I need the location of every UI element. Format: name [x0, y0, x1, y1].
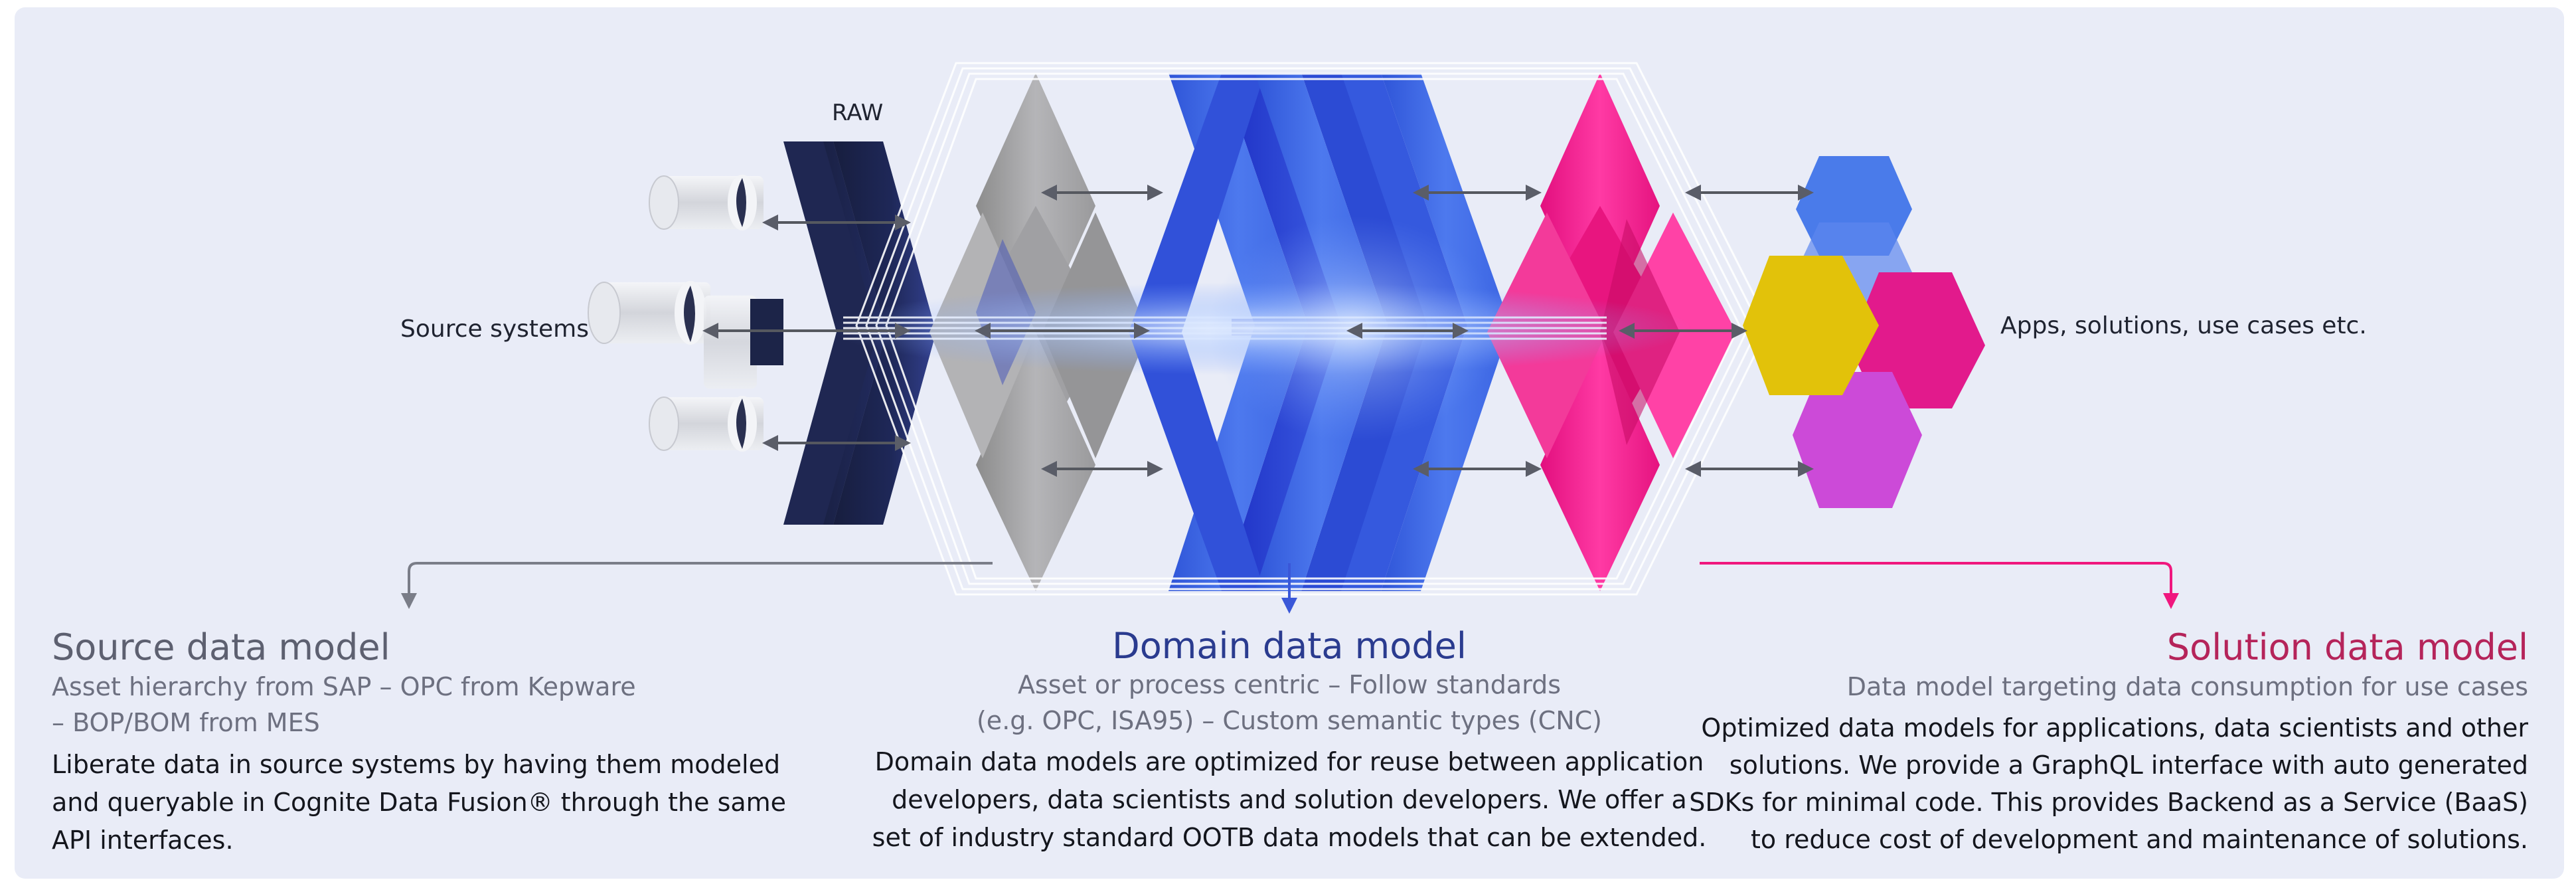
domain-subtitle-line1: Asset or process centric – Follow standa… — [1017, 670, 1562, 699]
source-title: Source data model — [52, 626, 390, 668]
solution-desc-line3: SDKs for minimal code. This provides Bac… — [1689, 788, 2528, 817]
source-system-cylinders — [588, 175, 764, 452]
solution-desc-line1: Optimized data models for applications, … — [1701, 713, 2528, 743]
source-connector — [401, 562, 993, 609]
hexagon-icon — [1793, 372, 1922, 508]
app-hexagons — [1743, 156, 1985, 508]
hexagon-icon — [1743, 256, 1879, 395]
solution-desc-line4: to reduce cost of development and mainte… — [1751, 825, 2528, 854]
domain-desc-line3: set of industry standard OOTB data model… — [872, 823, 1707, 852]
domain-desc-line2: developers, data scientists and solution… — [892, 785, 1687, 814]
solution-connector — [1700, 562, 2179, 609]
apps-label: Apps, solutions, use cases etc. — [2000, 312, 2367, 339]
raw-label: RAW — [832, 100, 884, 126]
database-cylinder-icon — [588, 281, 757, 389]
domain-desc-line1: Domain data models are optimized for reu… — [874, 747, 1704, 776]
domain-title: Domain data model — [1112, 625, 1467, 667]
solution-title: Solution data model — [2166, 626, 2528, 668]
section-connectors — [401, 562, 2179, 614]
domain-subtitle-line2: (e.g. OPC, ISA95) – Custom semantic type… — [976, 706, 1602, 735]
center-glow — [1208, 216, 1500, 442]
solution-subtitle-line1: Data model targeting data consumption fo… — [1846, 672, 2528, 701]
source-subtitle-line1: Asset hierarchy from SAP – OPC from Kepw… — [52, 672, 636, 701]
source-desc-line2: and queryable in Cognite Data Fusion® th… — [52, 788, 787, 817]
source-systems-label: Source systems — [400, 315, 589, 343]
solution-desc-line2: solutions. We provide a GraphQL interfac… — [1729, 750, 2528, 780]
database-cylinder-icon — [649, 396, 764, 452]
flow-arrows — [702, 185, 1814, 477]
source-desc-line3: API interfaces. — [52, 826, 234, 855]
source-desc-line1: Liberate data in source systems by havin… — [52, 750, 781, 779]
database-cylinder-icon — [649, 175, 764, 230]
source-subtitle-line2: – BOP/BOM from MES — [52, 708, 320, 737]
